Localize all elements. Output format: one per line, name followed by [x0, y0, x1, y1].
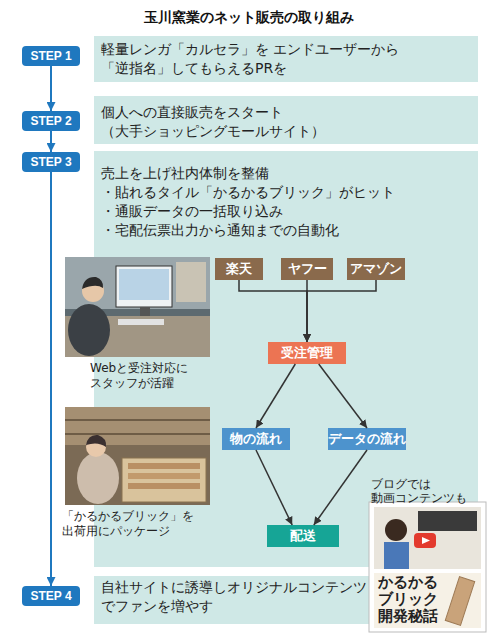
- diagram-title: 玉川窯業のネット販売の取り組み: [0, 7, 498, 27]
- photo-shelves: [65, 407, 210, 445]
- video-banner: [418, 511, 477, 531]
- step-label: STEP 3: [30, 155, 71, 169]
- step-heading: 売上を上げ社内体制を整備: [101, 164, 478, 183]
- photo-person-hair: [86, 435, 106, 447]
- photo-wall: [65, 257, 210, 309]
- step-label: STEP 2: [30, 114, 71, 128]
- brick-illustration: [445, 577, 474, 626]
- flow-arrow: [319, 364, 367, 428]
- step-label: STEP 1: [30, 49, 71, 63]
- photo-monitor-stand: [140, 307, 150, 316]
- video-boy-head: [385, 519, 407, 541]
- flow-arrow: [256, 364, 295, 428]
- photo-shelf: [176, 262, 206, 302]
- photo-keyboard: [118, 319, 164, 325]
- mall-box: 楽天: [215, 258, 263, 280]
- delivery-box: 配送: [267, 525, 339, 547]
- photo-person-hair: [82, 277, 103, 289]
- step-bullet: ・通販データの一括取り込み: [101, 202, 478, 221]
- box-label: ヤフー: [288, 262, 327, 276]
- box-label: 楽天: [226, 262, 252, 276]
- step-badge: STEP 2: [22, 111, 80, 131]
- flow-arrow: [239, 280, 307, 342]
- box-label: アマゾン: [350, 262, 402, 276]
- photo-person-body: [77, 452, 119, 504]
- photo-shelf-line: [65, 419, 210, 421]
- step-heading: 自社サイトに誘導しオリジナルコンテンツ でファンを増やす: [101, 578, 386, 616]
- photo-person-body: [68, 304, 110, 356]
- photo-background: [65, 257, 210, 357]
- box-label: データの流れ: [328, 432, 406, 446]
- flow-arrow: [256, 450, 292, 525]
- box-label: 受注管理: [281, 346, 333, 360]
- box-label: 物の流れ: [230, 432, 282, 446]
- photo-shelf-line: [65, 433, 210, 435]
- packaging-photo: [65, 407, 210, 505]
- step-badge: STEP 3: [22, 152, 80, 172]
- photo-brick-row: [128, 463, 200, 469]
- photo-brick-row: [128, 483, 200, 489]
- step-heading: 軽量レンガ「カルセラ」を エンドユーザーから「逆指名」してもらえるPRを: [101, 40, 441, 78]
- thumbnail-frame: [369, 502, 486, 632]
- step-arrow: [50, 131, 52, 152]
- photo-monitor: [116, 266, 172, 307]
- step-arrow: [50, 66, 52, 111]
- video-boy-body: [384, 542, 409, 569]
- flow-arrow: [306, 280, 308, 342]
- play-button: [414, 533, 436, 548]
- process-box: 受注管理: [268, 342, 346, 364]
- blog-note: ブログでは 動画コンテンツも: [371, 477, 483, 505]
- step-heading: 個人への直接販売をスタート （大手ショッピングモールサイト）: [101, 103, 351, 141]
- step-label: STEP 4: [30, 589, 71, 603]
- flow-box: 物の流れ: [222, 428, 290, 450]
- flow-arrow: [307, 280, 376, 342]
- flow-box: データの流れ: [328, 428, 406, 450]
- step-bullet: ・貼れるタイル「かるかるブリック」がヒット: [101, 183, 478, 202]
- photo-box: [122, 458, 206, 502]
- thumbnail-text: かるかる ブリック 開発秘話: [378, 574, 450, 625]
- mall-box: アマゾン: [347, 258, 405, 280]
- step-panel: 軽量レンガ「カルセラ」を エンドユーザーから「逆指名」してもらえるPRを: [94, 36, 478, 82]
- photo-caption: 「かるかるブリック」を 出荷用にパッケージ: [62, 509, 204, 539]
- step-panel: 個人への直接販売をスタート （大手ショッピングモールサイト）: [94, 96, 478, 144]
- blog-article-thumbnail: [374, 573, 481, 628]
- photo-caption: Webと受注対応に スタッフが活躍: [90, 361, 202, 391]
- video-thumbnail: [374, 507, 481, 569]
- blog-thumbnail: [369, 502, 486, 632]
- step-badge: STEP 4: [22, 586, 80, 606]
- flow-arrow: [314, 450, 367, 525]
- photo-brick-row: [128, 473, 200, 479]
- step-badge: STEP 1: [22, 46, 80, 66]
- step-arrow: [50, 172, 52, 586]
- play-icon: [422, 537, 430, 544]
- photo-screen: [119, 269, 169, 300]
- mall-box: ヤフー: [281, 258, 333, 280]
- step-bullet: ・宅配伝票出力から通知までの自動化: [101, 221, 478, 240]
- photo-background: [65, 407, 210, 505]
- box-label: 配送: [290, 529, 316, 543]
- office-photo: [65, 257, 210, 357]
